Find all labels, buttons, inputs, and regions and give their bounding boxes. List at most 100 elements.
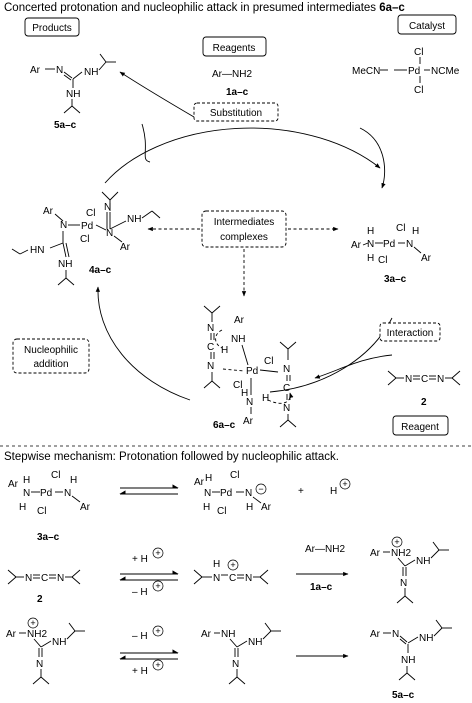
svg-text:C: C [207,342,214,353]
svg-text:Catalyst: Catalyst [409,21,445,32]
svg-text:+: + [394,537,399,547]
svg-text:N: N [283,403,290,414]
svg-text:N: N [64,488,71,499]
svg-text:NH: NH [52,637,66,648]
svg-text:H: H [221,345,228,356]
svg-text:– H: – H [132,587,148,598]
svg-text:H: H [367,226,374,237]
svg-text:5a–c: 5a–c [54,120,77,131]
svg-text:N: N [36,659,43,670]
svg-text:6a–c: 6a–c [213,420,236,431]
stepwise-carbodiimide-structure: N C N 2 [7,569,81,605]
svg-text:Products: Products [32,23,71,34]
svg-text:Pd: Pd [408,66,420,77]
stepwise-neutral-guanidine: Ar NH NH N [201,622,281,685]
svg-text:N: N [213,573,220,584]
svg-text:3a–c: 3a–c [37,532,60,543]
svg-text:C: C [41,573,48,584]
svg-text:Ar: Ar [370,548,381,559]
svg-text:2: 2 [37,594,43,605]
reagents-box: Reagents [202,36,267,57]
interaction-box: Interaction [379,322,441,342]
svg-text:Cl: Cl [414,47,423,58]
svg-text:Ar: Ar [80,502,91,513]
svg-text:N: N [104,202,111,213]
svg-text:Pd: Pd [81,221,93,232]
svg-text:H: H [330,486,337,497]
products-box: Products [24,17,80,37]
catalyst-box: Catalyst [397,14,457,35]
svg-text:N: N [204,488,211,499]
svg-text:NH: NH [231,334,245,345]
svg-text:Pd: Pd [40,488,52,499]
stepwise-adduct-structure: Ar NH2 + NH N [370,536,449,604]
svg-text:N: N [283,364,290,375]
svg-text:addition: addition [33,359,68,370]
svg-text:Ar: Ar [234,315,245,326]
svg-text:H: H [213,559,220,570]
svg-text:H: H [205,473,212,484]
svg-text:NH: NH [248,637,262,648]
equilibrium-arrow-2: + H + – H + [119,547,179,598]
svg-text:Pd: Pd [220,488,232,499]
svg-text:Ar: Ar [243,416,254,427]
intermediates-box: Intermediates complexes [201,210,287,248]
svg-text:NH: NH [58,259,72,270]
svg-text:Cl: Cl [51,470,60,481]
svg-text:Cl: Cl [414,85,423,96]
svg-text:N: N [437,374,444,385]
svg-text:complexes: complexes [220,232,268,243]
svg-text:Substitution: Substitution [210,108,262,119]
equilibrium-arrow-3: – H + + H + [119,625,179,677]
svg-text:Ar—NH2: Ar—NH2 [305,544,345,555]
svg-text:N: N [56,65,63,76]
svg-text:NH: NH [416,556,430,567]
svg-text:Ar: Ar [194,477,205,488]
svg-text:Pd: Pd [246,366,258,377]
svg-text:N: N [207,323,214,334]
svg-text:NH2: NH2 [27,629,47,640]
svg-text:NH2: NH2 [391,548,411,559]
svg-text:4a–c: 4a–c [89,265,112,276]
svg-text:N: N [207,361,214,372]
svg-text:+ H: + H [132,554,148,565]
svg-text:H: H [412,226,419,237]
svg-text:Reagents: Reagents [213,43,256,54]
svg-text:Ar: Ar [6,629,17,640]
svg-text:1a–c: 1a–c [310,582,333,593]
svg-text:N: N [60,220,67,231]
svg-text:+: + [155,581,160,591]
svg-text:– H: – H [132,631,148,642]
reagent2-in-arrow [314,354,393,379]
svg-text:N: N [106,228,113,239]
svg-text:Ar: Ar [370,629,381,640]
svg-text:1a–c: 1a–c [226,87,249,98]
svg-text:5a–c: 5a–c [392,690,415,701]
svg-text:2: 2 [421,397,427,408]
svg-text:N: N [245,573,252,584]
svg-text:Nucleophilic: Nucleophilic [24,345,78,356]
amine-reagent: Ar—NH2 1a–c [212,69,252,98]
svg-text:N: N [400,578,407,589]
svg-text:+: + [155,660,160,670]
product-5-structure: Ar N NH NH 5a–c [30,53,116,131]
substitution-box: Substitution [193,102,279,122]
svg-text:Ar: Ar [261,502,272,513]
svg-text:N: N [23,488,30,499]
svg-text:Ar: Ar [421,253,432,264]
svg-text:Ar: Ar [201,629,212,640]
cycle-arc-top [104,127,381,184]
svg-text:C: C [283,383,290,394]
complex-4-structure: Ar N Pd Cl Cl N Ar N NH HN NH 4a–c [11,191,161,286]
scheme-title: Concerted protonation and nucleophilic a… [4,2,405,14]
stepwise-protonated-carbodiimide: N H C + N [193,559,269,585]
svg-text:H: H [23,475,30,486]
svg-text:NH: NH [127,214,141,225]
stepwise-3-structure: Ar N H H Pd Cl Cl N H Ar 3a–c [8,470,91,543]
svg-text:Cl: Cl [264,356,273,367]
svg-text:Ar—NH2: Ar—NH2 [212,69,252,80]
svg-text:Cl: Cl [233,380,242,391]
carbodiimide-structure: N C N 2 [387,370,461,408]
catalyst-in-arrow [359,127,386,189]
